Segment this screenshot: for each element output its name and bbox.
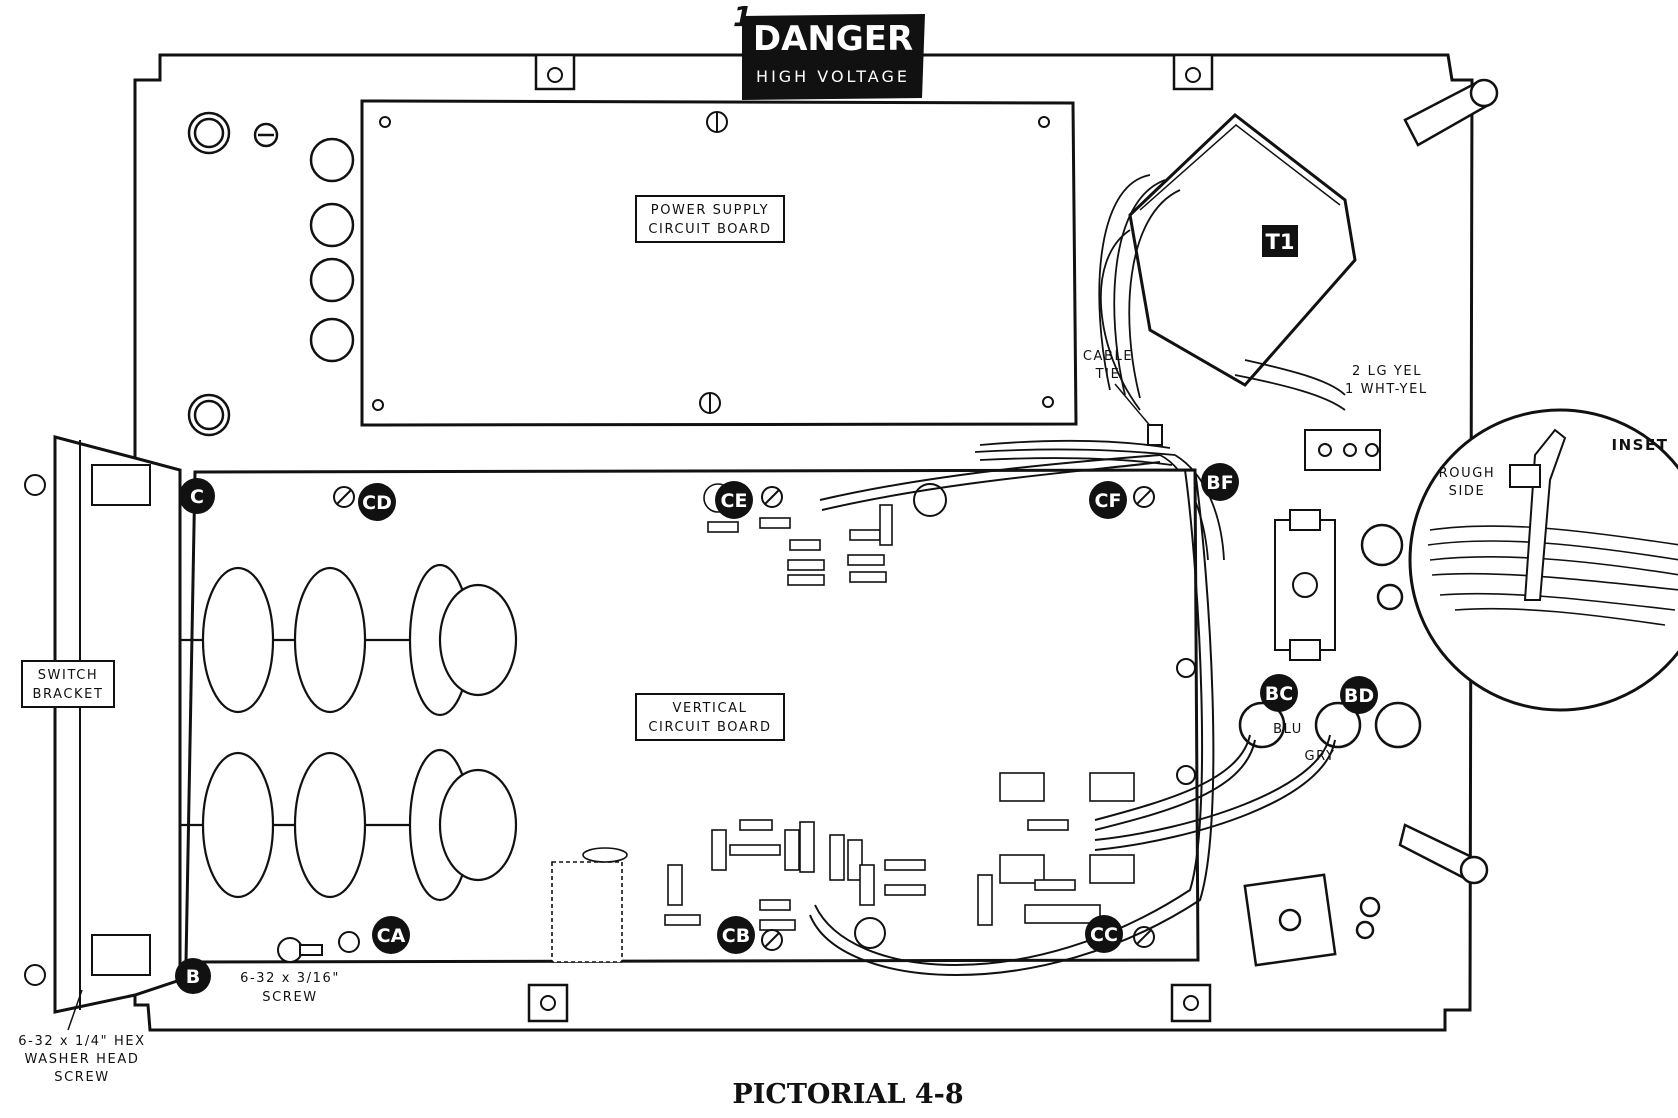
svg-text:BF: BF — [1206, 472, 1233, 494]
switch-bracket: SWITCH BRACKET — [22, 437, 180, 1012]
badge-cd: CD — [358, 483, 396, 521]
danger-sign: DANGER HIGH VOLTAGE 1 — [733, 0, 925, 100]
cable-tie-callout: CABLE TIE — [1083, 349, 1162, 445]
badge-ce: CE — [715, 481, 753, 519]
badge-cc: CC — [1085, 915, 1123, 953]
chassis-holes-top-left — [189, 113, 353, 435]
yellow-wires-label-line-2: 1 WHT-YEL — [1345, 382, 1428, 397]
hex-screw-label-line-1: 6-32 x 1/4" HEX — [18, 1034, 145, 1049]
switch-bracket-label-line-2: BRACKET — [32, 687, 103, 702]
badge-cf: CF — [1089, 481, 1127, 519]
chassis-tab-bottom-left — [529, 985, 567, 1021]
chassis-tab-bottom-right — [1172, 985, 1210, 1021]
badge-cb: CB — [717, 916, 755, 954]
fuse-holder — [1275, 510, 1335, 660]
badge-c: C — [179, 478, 215, 514]
wire-gry-label: GRY — [1304, 749, 1335, 764]
wire-blu-label: BLU — [1273, 722, 1303, 737]
small-screw-callout: 6-32 x 3/16" SCREW — [240, 971, 340, 1005]
badge-bf: BF — [1201, 463, 1239, 501]
small-screw-label-line-2: SCREW — [262, 990, 317, 1005]
power-supply-label-line-2: CIRCUIT BOARD — [648, 222, 771, 237]
rough-side-label-line-2: SIDE — [1449, 484, 1486, 499]
svg-text:B: B — [186, 966, 200, 988]
terminal-strip — [1305, 430, 1380, 470]
small-screw-label-line-1: 6-32 x 3/16" — [240, 971, 340, 986]
svg-text:CF: CF — [1095, 490, 1122, 512]
svg-text:CB: CB — [722, 925, 750, 947]
chassis-tab-top-left — [536, 55, 574, 89]
switch-bracket-label-line-1: SWITCH — [38, 668, 99, 683]
inset-title: INSET — [1612, 436, 1669, 454]
svg-text:CC: CC — [1090, 924, 1118, 946]
danger-title: DANGER — [753, 19, 913, 59]
yellow-wires-label-line-1: 2 LG YEL — [1352, 364, 1422, 379]
power-supply-board: POWER SUPPLY CIRCUIT BOARD — [362, 101, 1076, 425]
svg-text:BD: BD — [1344, 685, 1374, 707]
svg-text:CD: CD — [362, 492, 392, 514]
badge-bd: BD — [1340, 676, 1378, 714]
pictorial-caption: PICTORIAL 4-8 — [732, 1079, 963, 1110]
mounting-post-top — [1405, 80, 1497, 145]
vertical-label-line-1: VERTICAL — [673, 701, 748, 716]
svg-text:CA: CA — [377, 925, 406, 947]
transformer-t1: T1 — [1130, 115, 1355, 385]
step-mark: 1 — [733, 0, 752, 33]
mounting-post-bottom — [1400, 825, 1487, 883]
badge-ca: CA — [372, 916, 410, 954]
rough-side-label-line-1: ROUGH — [1439, 466, 1496, 481]
badge-b: B — [175, 958, 211, 994]
cable-tie-label-line-1: CABLE — [1083, 349, 1133, 364]
badge-bc: BC — [1260, 674, 1298, 712]
transformer-label: T1 — [1266, 230, 1295, 254]
svg-text:C: C — [190, 486, 204, 508]
yellow-wires-callout: 2 LG YEL 1 WHT-YEL — [1345, 364, 1428, 397]
svg-text:BC: BC — [1265, 683, 1293, 705]
inset-detail: INSET ROUGH SIDE — [1410, 410, 1678, 710]
power-supply-label-line-1: POWER SUPPLY — [651, 203, 769, 218]
hex-screw-label-line-2: WASHER HEAD — [25, 1052, 140, 1067]
chassis-tab-top-right — [1174, 55, 1212, 89]
hex-screw-label-line-3: SCREW — [54, 1070, 109, 1085]
cable-tie-label-line-2: TIE — [1095, 367, 1121, 382]
vertical-label-line-2: CIRCUIT BOARD — [648, 720, 771, 735]
danger-subtitle: HIGH VOLTAGE — [756, 67, 910, 86]
tube-socket — [1245, 875, 1379, 965]
svg-text:CE: CE — [721, 490, 748, 512]
